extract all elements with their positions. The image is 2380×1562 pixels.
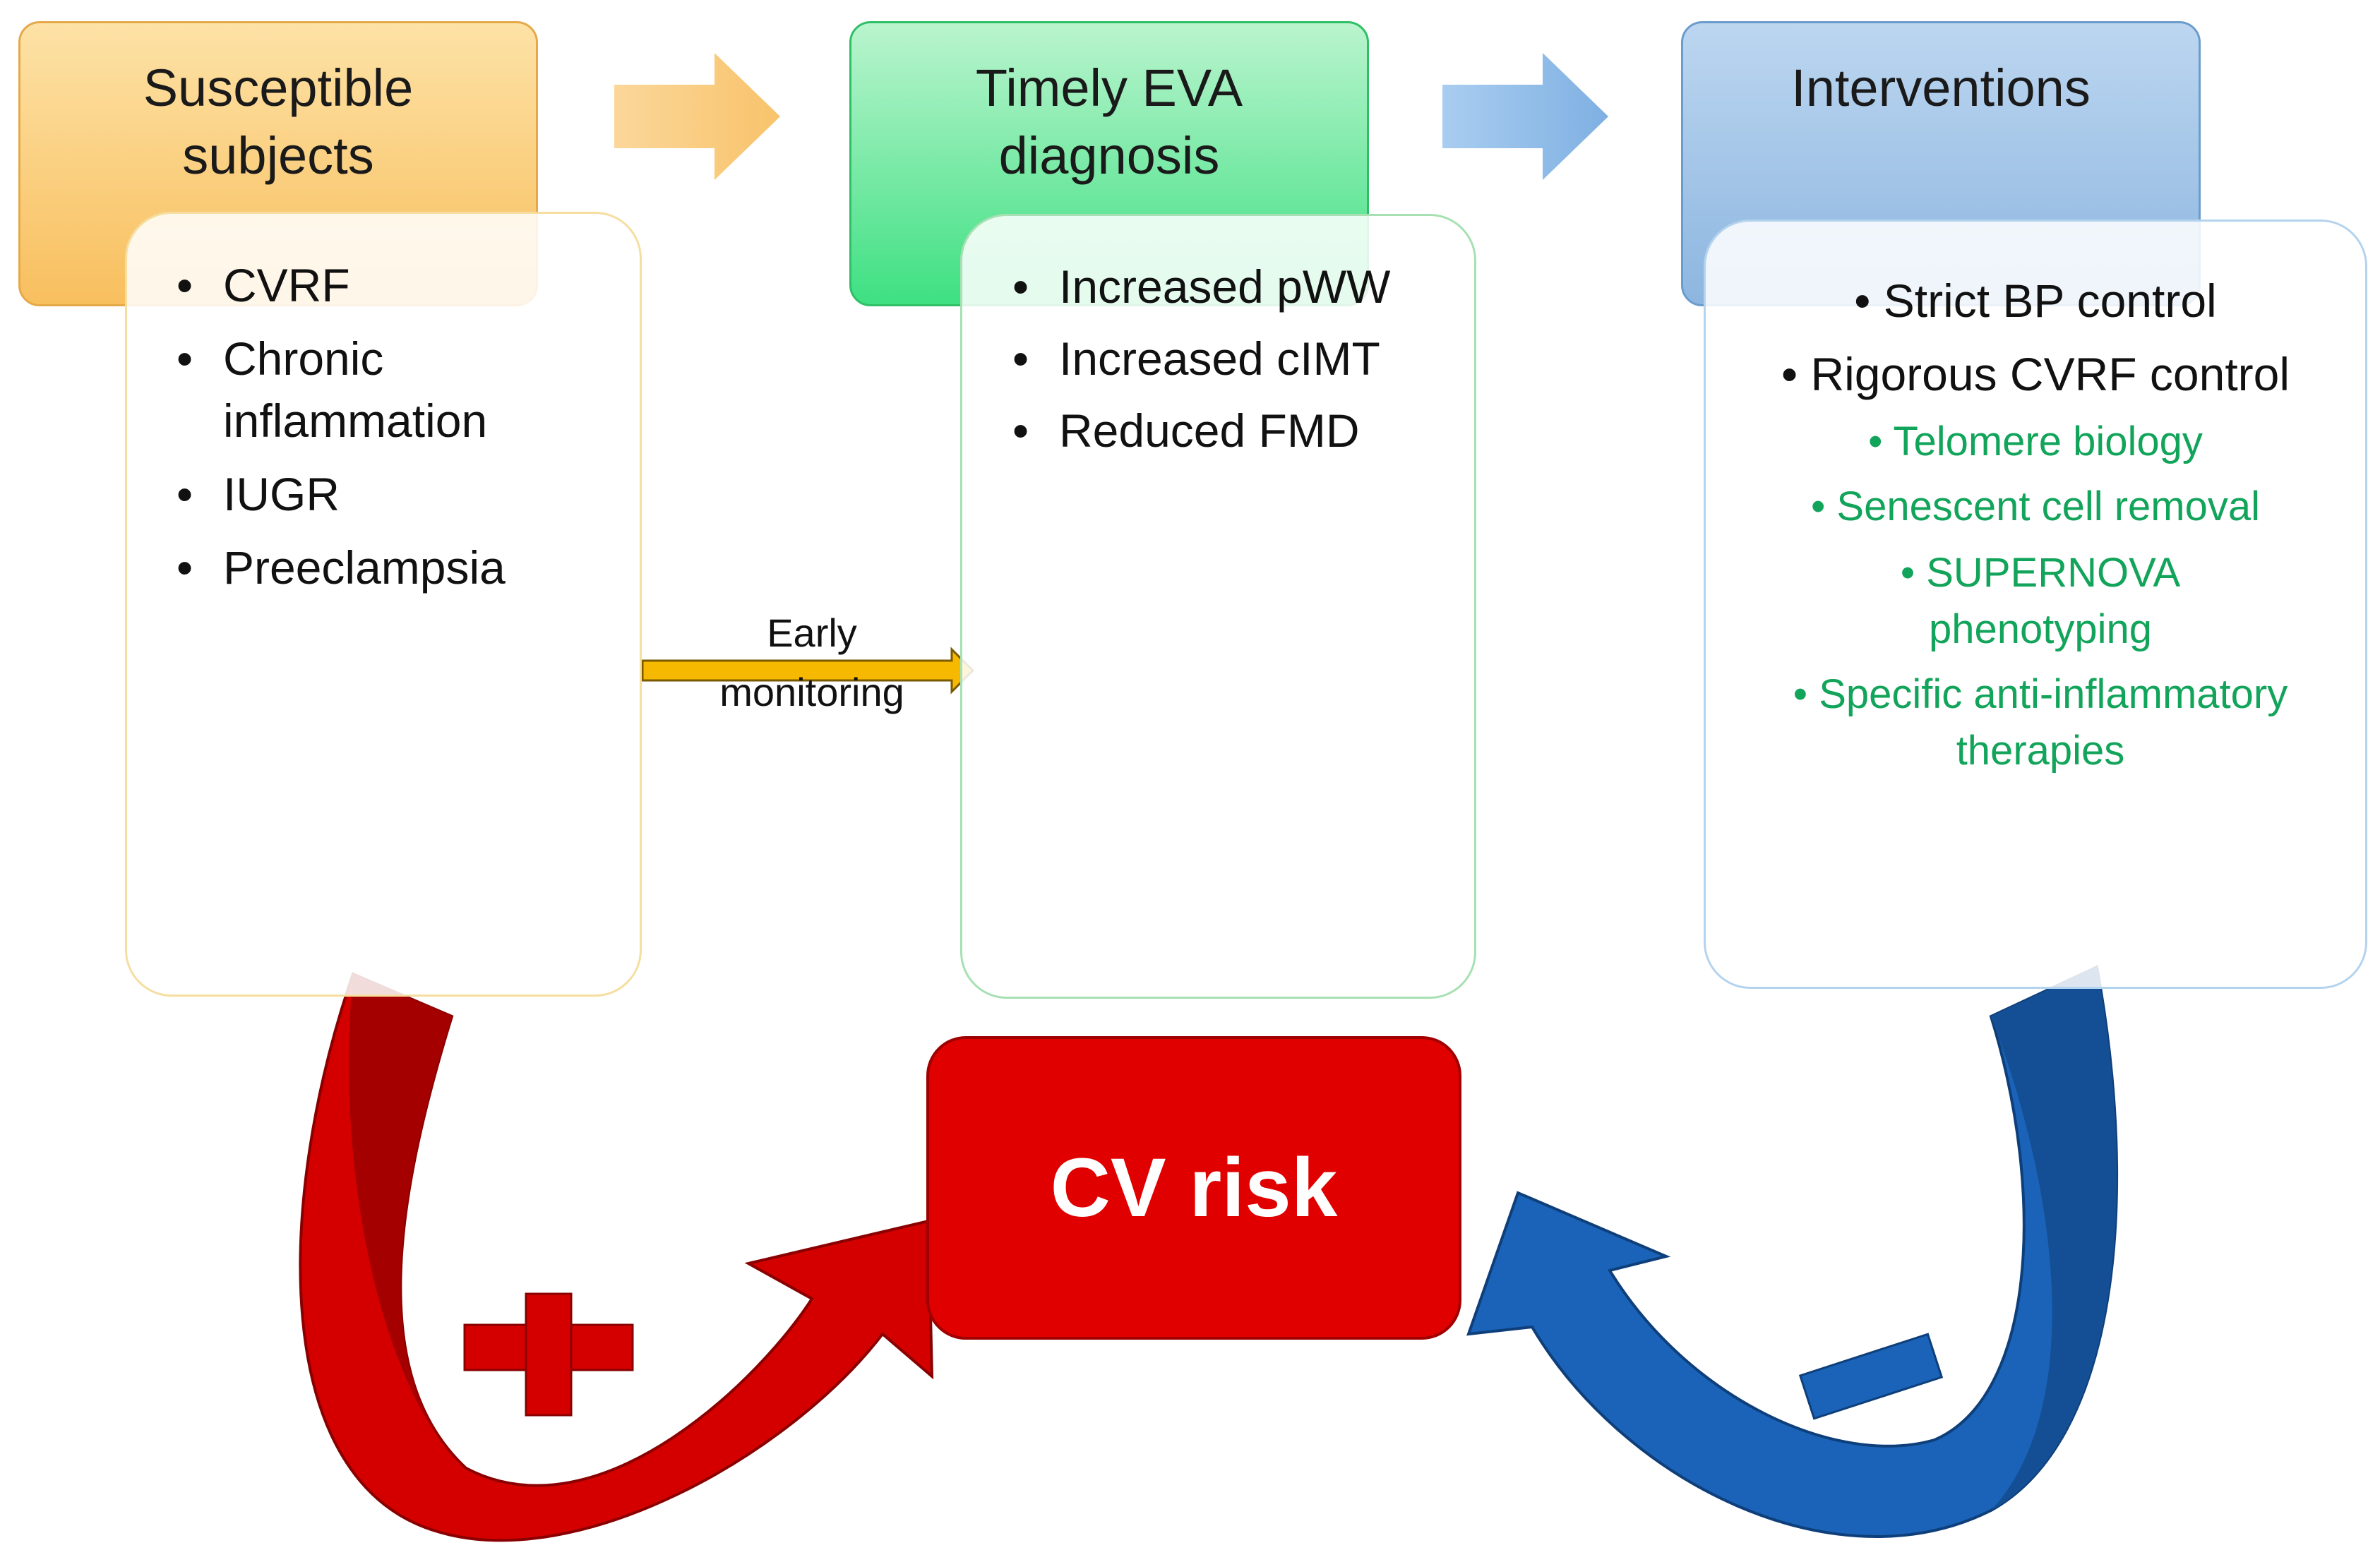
stage-title: Timely EVA diagnosis	[975, 59, 1243, 186]
intervention-green-item: • Telomere biology	[1868, 419, 2203, 464]
list-item: Chronic inflammation	[177, 328, 618, 452]
decrease-arrow-shade	[1991, 967, 2117, 1510]
intervention-text: Strict BP control	[1883, 275, 2217, 327]
list-item: Reduced FMD	[1012, 399, 1469, 462]
susceptible-list: CVRF Chronic inflammation IUGR Preeclamp…	[177, 254, 618, 610]
increase-arrow-icon	[299, 972, 934, 1542]
list-item: Preeclampsia	[177, 536, 618, 599]
intervention-text: SUPERNOVA phenotyping	[1926, 550, 2181, 652]
cv-risk-label: CV risk	[1050, 1141, 1338, 1234]
flow-arrow-2-icon	[1442, 53, 1608, 180]
stage-title: Interventions	[1791, 59, 2091, 117]
cv-risk-box: CV risk	[926, 1036, 1461, 1340]
intervention-text: Specific anti-inflammatory therapies	[1819, 671, 2288, 774]
intervention-text: Telomere biology	[1893, 419, 2203, 464]
list-item: IUGR	[177, 463, 618, 525]
plus-sign-icon	[463, 1292, 634, 1417]
diagnosis-list: Increased pWW Increased cIMT Reduced FMD	[1012, 256, 1469, 471]
intervention-text: Senescent cell removal	[1836, 483, 2261, 529]
stage-card-interventions	[1704, 220, 2367, 989]
list-item: Increased pWW	[1012, 256, 1469, 318]
increase-arrow-shade	[349, 974, 466, 1468]
list-item: CVRF	[177, 254, 618, 316]
intervention-item: • Strict BP control	[1854, 275, 2217, 327]
intervention-green-item: • Specific anti-inflammatory therapies	[1793, 671, 2288, 774]
list-item: Increased cIMT	[1012, 328, 1469, 390]
early-monitoring-label: Early monitoring	[719, 611, 904, 714]
intervention-item: • Rigorous CVRF control	[1781, 348, 2290, 400]
intervention-text: Rigorous CVRF control	[1810, 348, 2290, 400]
flow-arrow-1-icon	[614, 53, 780, 180]
intervention-green-item: • SUPERNOVA phenotyping	[1900, 550, 2181, 652]
minus-sign-icon	[1798, 1333, 1944, 1420]
stage-title: Susceptible subjects	[143, 59, 414, 186]
intervention-green-item: • Senescent cell removal	[1810, 483, 2261, 529]
